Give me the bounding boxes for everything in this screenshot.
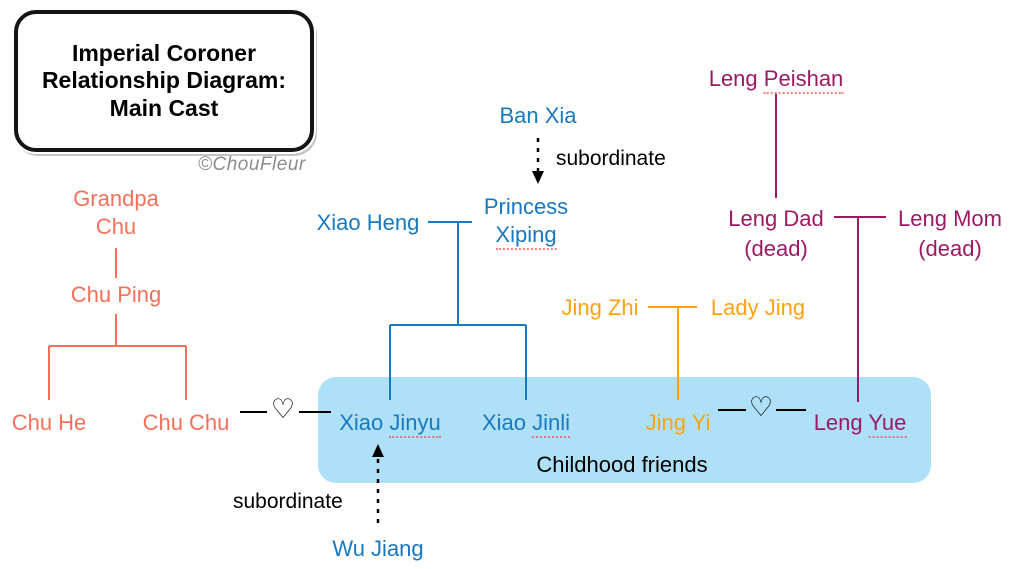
- person-chu-he: Chu He: [11, 410, 87, 435]
- subordinate-arrowhead-ban-xia: [532, 171, 544, 184]
- person-jing-zhi: Jing Zhi: [561, 295, 639, 320]
- leng-mom-dead-label: (dead): [918, 235, 982, 261]
- person-princess-xiping-line1: Princess: [483, 194, 569, 219]
- subordinate-label-ban-xia: subordinate: [556, 147, 666, 170]
- person-wu-jiang: Wu Jiang: [332, 536, 424, 561]
- watermark: ©ChouFleur: [198, 154, 306, 175]
- person-xiao-jinyu: Xiao Jinyu: [339, 409, 441, 438]
- person-xiao-heng: Xiao Heng: [316, 210, 420, 235]
- person-leng-mom-name: Leng Mom: [898, 206, 1002, 231]
- person-jing-yi: Jing Yi: [645, 410, 711, 435]
- childhood-friends-label: Childhood friends: [536, 452, 708, 477]
- leng-dad-dead-label: (dead): [744, 235, 808, 261]
- person-leng-mom: Leng Mom (dead): [898, 204, 1002, 263]
- diagram-title-line2: Relationship Diagram:: [41, 67, 287, 94]
- person-ban-xia: Ban Xia: [499, 103, 577, 128]
- person-chu-ping: Chu Ping: [70, 282, 162, 307]
- diagram-title-line3: Main Cast: [109, 94, 219, 121]
- heart-icon: ♡: [748, 392, 774, 422]
- person-leng-yue: Leng Yue: [814, 409, 907, 438]
- chu-family-connectors: [48, 248, 187, 400]
- heart-icon: ♡: [270, 394, 296, 424]
- title-box: Imperial Coroner Relationship Diagram: M…: [14, 10, 314, 152]
- subordinate-label-wu-jiang: subordinate: [233, 490, 343, 513]
- person-princess-xiping-line2: Xiping: [484, 221, 568, 250]
- person-xiao-jinli: Xiao Jinli: [482, 409, 571, 438]
- person-leng-peishan: Leng Peishan: [709, 65, 844, 94]
- person-leng-dad: Leng Dad (dead): [728, 204, 823, 263]
- diagram-title-line1: Imperial Coroner: [71, 40, 257, 67]
- person-princess-xiping: Princess Xiping: [483, 193, 569, 250]
- person-grandpa-chu: Grandpa Chu: [73, 186, 159, 239]
- person-leng-dad-name: Leng Dad: [728, 206, 824, 231]
- person-chu-chu: Chu Chu: [142, 410, 230, 435]
- person-lady-jing: Lady Jing: [710, 295, 806, 320]
